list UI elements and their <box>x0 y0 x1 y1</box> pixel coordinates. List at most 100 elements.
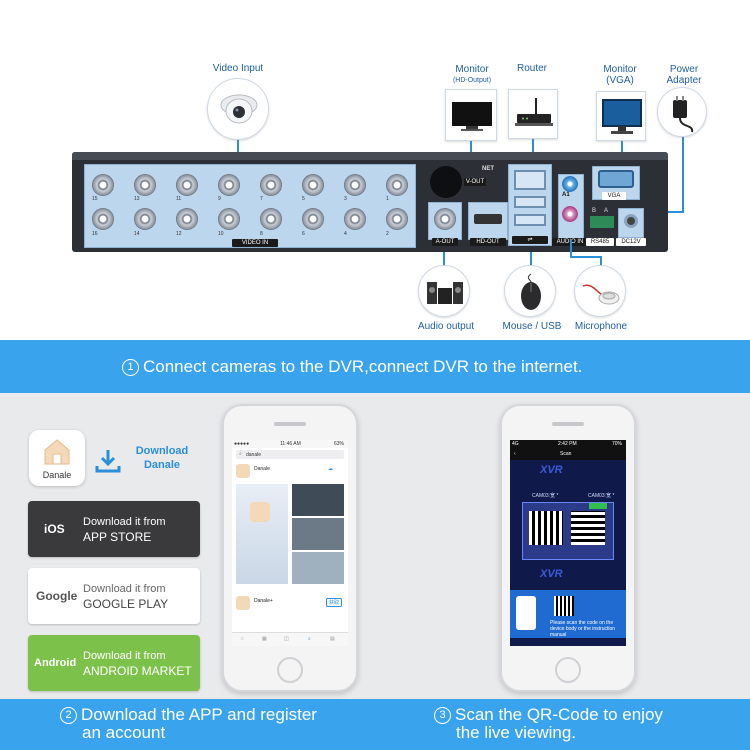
danale-app-icon[interactable]: Danale <box>29 430 85 486</box>
scan-title: Scan <box>560 451 572 457</box>
result2-name: Danale+ <box>254 598 273 604</box>
step3-line1: Scan the QR-Code to enjoy <box>455 705 663 724</box>
screenshot-thumb <box>292 518 344 550</box>
audio-out-jack <box>562 206 578 222</box>
steps-caption-bar <box>0 699 750 750</box>
ios-brand: iOS <box>44 522 65 536</box>
channel-number: 4 <box>344 231 347 237</box>
camera-text-b: CAM03:宽 * <box>588 493 615 499</box>
bnc-port <box>302 208 324 230</box>
a-pin-label: A <box>604 208 609 214</box>
phone1-search-bar[interactable]: ⌕ danale <box>236 450 344 459</box>
xvr-watermark: XVR <box>540 568 563 580</box>
dome-camera-icon <box>207 78 269 140</box>
phone1-statusbar: ●●●●● 11:46 AM 63% <box>232 440 348 448</box>
scan-frame <box>522 502 614 560</box>
phone2-battery: 70% <box>611 441 622 447</box>
bnc-port <box>386 174 408 196</box>
channel-number: 10 <box>218 231 224 237</box>
mouse-icon <box>504 265 556 317</box>
step2-number: 2 <box>60 707 77 724</box>
app-store-button[interactable]: iOS Download it from APP STORE <box>28 501 200 557</box>
mouse-usb-label: Mouse / USB <box>502 321 562 332</box>
microphone-label: Microphone <box>574 321 628 332</box>
mic-line-h <box>570 256 600 258</box>
get-button[interactable]: 获取 <box>326 598 343 607</box>
video-in-label: VIDEO IN <box>232 239 278 247</box>
channel-number: 11 <box>176 196 182 202</box>
dc12v-label: DC12V <box>616 238 646 246</box>
tab-icon[interactable]: ▦ <box>262 636 267 642</box>
home-button[interactable] <box>555 657 581 683</box>
bnc-port <box>218 174 240 196</box>
net-label: NET <box>482 166 494 172</box>
home-button[interactable] <box>277 657 303 683</box>
screenshot-thumb <box>292 484 344 516</box>
phone2-time: 2:42 PM <box>558 441 577 447</box>
screenshot-thumb <box>236 484 288 584</box>
microphone-icon <box>574 265 626 317</box>
router-label: Router <box>516 63 547 74</box>
google-play-button[interactable]: Google Download it from GOOGLE PLAY <box>28 568 200 624</box>
usb-port <box>514 214 546 226</box>
step2-line1: Download the APP and register <box>81 705 317 724</box>
bnc-port <box>386 208 408 230</box>
channel-number: 6 <box>302 231 305 237</box>
channel-number: 3 <box>344 196 347 202</box>
bnc-port <box>92 174 114 196</box>
android-market-button[interactable]: Android Download it from ANDROID MARKET <box>28 635 200 691</box>
b-pin-label: B <box>592 208 597 214</box>
google-play-small: Download it from <box>83 583 166 595</box>
monitor-vga-sub: (VGA) <box>606 75 634 86</box>
v-out-label: V-OUT <box>464 178 486 186</box>
power-title: Power <box>669 64 699 75</box>
channel-number: 14 <box>134 231 140 237</box>
back-icon[interactable]: ‹ <box>514 451 516 457</box>
tab-icon[interactable]: ◫ <box>284 636 289 642</box>
vga-label: VGA <box>602 192 626 200</box>
monitor-hd-title: Monitor <box>455 64 489 75</box>
bnc-port <box>344 174 366 196</box>
cloud-download-icon[interactable]: ☁ <box>328 466 333 472</box>
bnc-port <box>302 174 324 196</box>
fan-vent <box>430 166 462 198</box>
bnc-port <box>176 174 198 196</box>
step3-line2: the live viewing. <box>456 723 577 742</box>
channel-number: 7 <box>260 196 263 202</box>
tab-search-icon[interactable]: ⌕ <box>308 636 311 642</box>
power-adapter-icon <box>657 87 707 137</box>
mic-line-v2 <box>600 256 602 266</box>
download-label-line1: Download <box>135 445 189 457</box>
qr-mini-icon <box>554 596 574 616</box>
rs485-label: RS485 <box>586 238 614 246</box>
channel-number: 12 <box>176 231 182 237</box>
qr-code <box>571 511 605 545</box>
bnc-port <box>92 208 114 230</box>
vga-port <box>598 170 634 188</box>
vga-monitor-icon <box>596 91 646 141</box>
download-danale-label: Download Danale <box>130 444 194 472</box>
result2-app-icon <box>236 596 250 610</box>
a-out-label: A-OUT <box>432 238 458 246</box>
audio-out-line <box>443 252 445 266</box>
app-store-big: APP STORE <box>83 530 152 544</box>
tab-icon[interactable]: ▤ <box>330 636 335 642</box>
phone-speaker <box>274 422 306 426</box>
channel-number: 2 <box>386 231 389 237</box>
channel-number: 8 <box>260 231 263 237</box>
bnc-port <box>218 208 240 230</box>
app-store-small: Download it from <box>83 516 166 528</box>
tab-icon[interactable]: ☆ <box>240 636 245 642</box>
phone1-screen: ●●●●● 11:46 AM 63% ⌕ danale Danale ☁ Dan… <box>232 440 348 646</box>
green-tag <box>589 503 607 509</box>
result1-name: Danale <box>254 466 270 472</box>
xvr-watermark: XVR <box>540 464 563 476</box>
phone2-navbar: ‹ Scan <box>510 448 626 460</box>
monitor-vga-label: Monitor (VGA) <box>592 64 648 86</box>
bnc-port <box>134 208 156 230</box>
audio-in-jack <box>562 176 578 192</box>
audio-output-label: Audio output <box>417 321 475 332</box>
danale-app-name: Danale <box>42 470 72 480</box>
channel-number: 9 <box>218 196 221 202</box>
